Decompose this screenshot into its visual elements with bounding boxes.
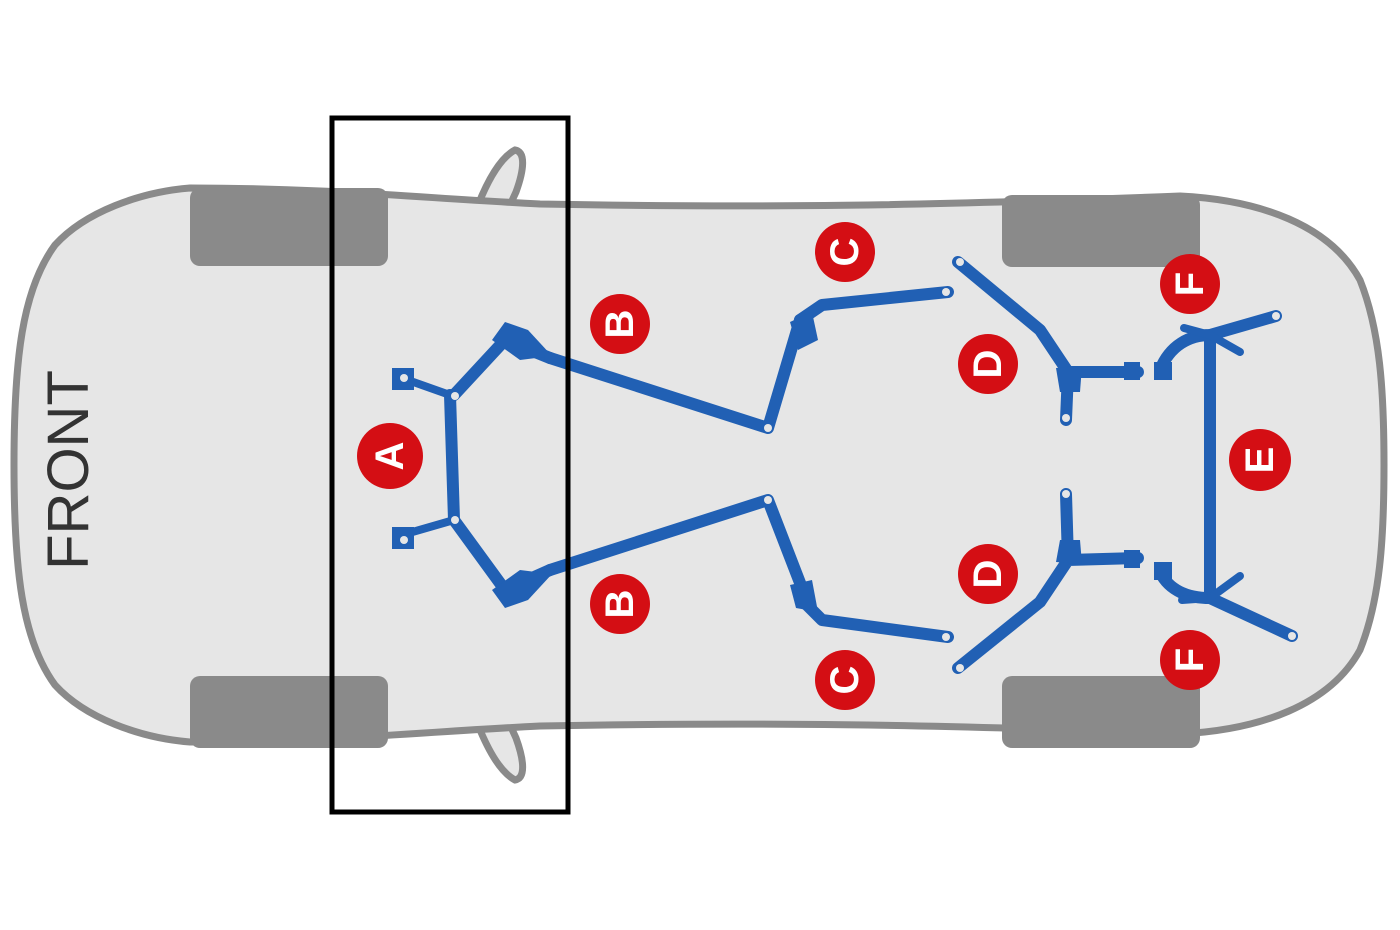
- svg-text:F: F: [1168, 648, 1212, 672]
- svg-text:D: D: [966, 350, 1010, 379]
- svg-text:C: C: [823, 666, 867, 695]
- marker-c-bottom: C: [815, 650, 875, 710]
- mirror-bottom: [472, 721, 527, 784]
- svg-text:B: B: [598, 590, 642, 619]
- brace-c: [790, 286, 954, 643]
- highlight-box: [329, 115, 571, 815]
- tire-rear-bottom: [1002, 676, 1200, 748]
- marker-d-bottom: D: [958, 544, 1018, 604]
- marker-b-top: B: [590, 294, 650, 354]
- marker-f-top: F: [1160, 254, 1220, 314]
- brace-a: [392, 322, 556, 608]
- svg-text:A: A: [368, 442, 412, 471]
- marker-b-bottom: B: [590, 574, 650, 634]
- svg-text:B: B: [598, 310, 642, 339]
- marker-f-bottom: F: [1160, 630, 1220, 690]
- tire-rear-top: [1002, 195, 1200, 267]
- tire-front-top: [190, 188, 388, 266]
- brace-d: [952, 256, 1144, 674]
- front-label: FRONT: [36, 370, 101, 570]
- marker-a: A: [357, 423, 423, 489]
- svg-text:E: E: [1238, 447, 1282, 474]
- marker-e: E: [1229, 429, 1291, 491]
- brace-b: [544, 314, 808, 594]
- svg-text:D: D: [966, 560, 1010, 589]
- tire-front-bottom: [190, 676, 388, 748]
- brace-f: [1154, 310, 1298, 642]
- svg-text:F: F: [1168, 272, 1212, 296]
- marker-d-top: D: [958, 334, 1018, 394]
- marker-c-top: C: [815, 222, 875, 282]
- svg-text:C: C: [823, 238, 867, 267]
- mirror-top: [472, 146, 527, 209]
